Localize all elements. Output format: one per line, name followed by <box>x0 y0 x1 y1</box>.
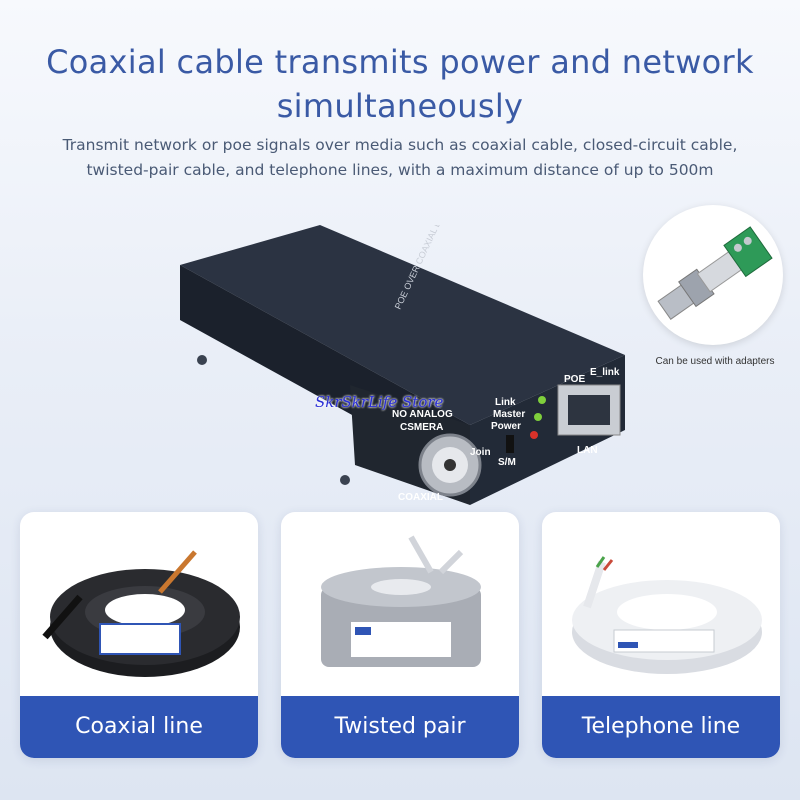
adapter-image <box>643 205 783 345</box>
coaxial-cable-image <box>42 550 240 677</box>
link-led <box>538 396 546 404</box>
device-top-face <box>180 225 625 425</box>
card-twisted-pair: Twisted pair <box>281 512 519 758</box>
poe-label: POE <box>564 374 585 385</box>
switch-join-label: Join <box>470 447 491 458</box>
coaxial-label: COAXIAL <box>398 492 443 503</box>
page-subtitle: Transmit network or poe signals over med… <box>62 136 738 179</box>
lan-label: LAN <box>577 445 598 456</box>
master-led <box>534 413 542 421</box>
telephone-cable-image <box>572 556 762 674</box>
card-label-telephone-line: Telephone line <box>542 696 780 758</box>
led-link-label: Link <box>495 397 516 408</box>
store-watermark: SkrSkrLife Store <box>315 393 444 411</box>
camera-label-2: CSMERA <box>400 422 443 433</box>
twisted-pair-cable-image <box>321 535 481 667</box>
camera-label-1: NO ANALOG <box>392 409 453 420</box>
card-telephone-line: Telephone line <box>542 512 780 758</box>
page-title: Coaxial cable transmits power and networ… <box>46 43 754 125</box>
converter-device: POE OVER COAXIAL LAN CONVERTER NO ANALOG… <box>180 225 625 505</box>
switch-sm-label: S/M <box>498 457 516 468</box>
card-coaxial-line: Coaxial line <box>20 512 258 758</box>
card-label-twisted-pair: Twisted pair <box>281 696 519 758</box>
led-power-label: Power <box>491 421 521 432</box>
sm-switch <box>506 435 514 453</box>
adapter-caption: Can be used with adapters <box>655 356 775 367</box>
elink-label: E_link <box>590 367 620 378</box>
card-label-coaxial-line: Coaxial line <box>20 696 258 758</box>
led-master-label: Master <box>493 409 525 420</box>
power-led <box>530 431 538 439</box>
